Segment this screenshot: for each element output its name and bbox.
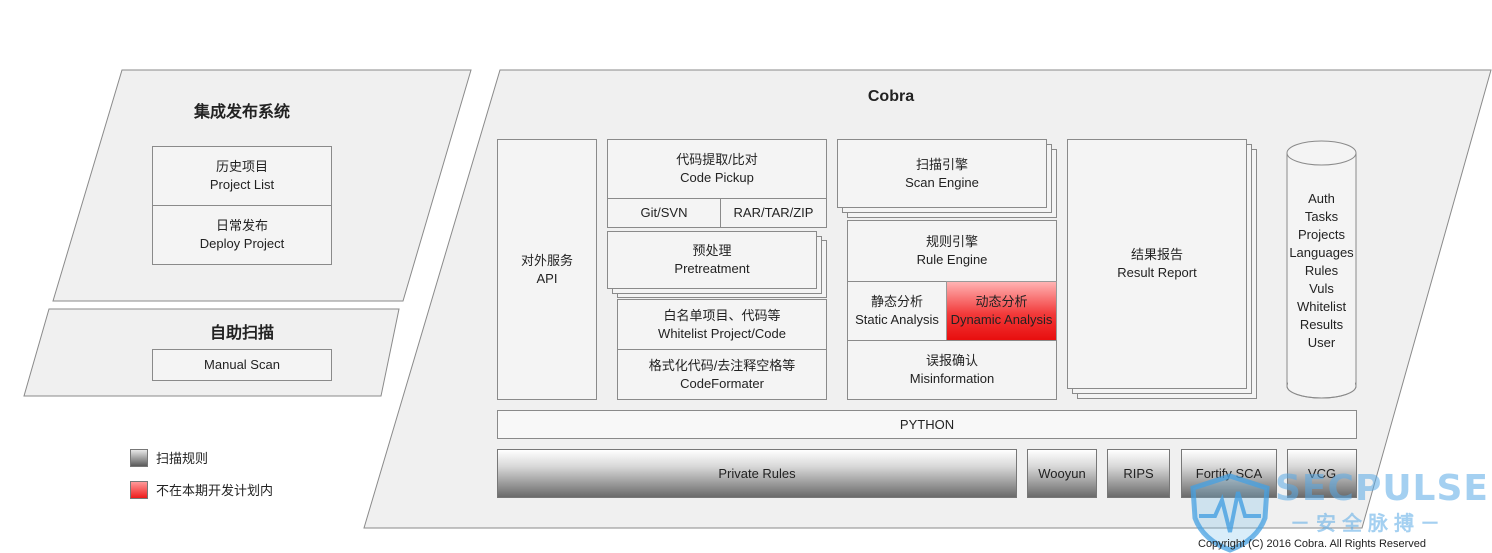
legend-planned: 不在本期开发计划内	[130, 480, 273, 499]
shield-icon	[1190, 473, 1270, 553]
deploy-project-cn: 日常发布	[215, 218, 268, 233]
static-analysis-en: Static Analysis	[855, 312, 939, 327]
deploy-project-box: 日常发布 Deploy Project	[152, 205, 332, 265]
fortify-sca-box: Fortify SCA	[1181, 449, 1277, 498]
rips-label: RIPS	[1123, 465, 1154, 481]
database-items: Auth Tasks Projects Languages Rules Vuls…	[1282, 190, 1361, 352]
integration-system-title: 集成发布系统	[193, 104, 290, 121]
code-pickup-en: Code Pickup	[680, 170, 754, 185]
code-pickup-box: 代码提取/比对 Code Pickup	[607, 139, 827, 199]
legend-rules: 扫描规则	[130, 448, 208, 467]
result-report-en: Result Report	[1117, 265, 1197, 280]
api-box: 对外服务 API	[497, 139, 597, 400]
whitelist-box: 白名单项目、代码等 Whitelist Project/Code	[617, 299, 827, 350]
formatter-en: CodeFormater	[680, 375, 764, 391]
misinformation-box: 误报确认 Misinformation	[847, 340, 1057, 400]
code-pickup-cn: 代码提取/比对	[676, 152, 758, 167]
static-analysis-cn: 静态分析	[870, 294, 923, 309]
legend-planned-label: 不在本期开发计划内	[156, 483, 274, 498]
db-item: Tasks	[1304, 209, 1339, 224]
db-item: User	[1307, 335, 1336, 350]
vcg-label: VCG	[1307, 465, 1337, 481]
rule-engine-box: 规则引擎 Rule Engine	[847, 220, 1057, 282]
archives-label: RAR/TAR/ZIP	[733, 205, 814, 220]
whitelist-cn: 白名单项目、代码等	[663, 307, 781, 323]
rips-box: RIPS	[1107, 449, 1170, 498]
scan-engine-en: Scan Engine	[905, 174, 979, 190]
manual-scan-title: 自助扫描	[209, 325, 274, 342]
vcg-box: VCG	[1287, 449, 1357, 498]
watermark-sub: －安全脉搏－	[1290, 511, 1446, 535]
manual-scan-label: Manual Scan	[204, 357, 280, 372]
dynamic-analysis-cn: 动态分析	[975, 294, 1028, 309]
pretreatment-box: 预处理 Pretreatment	[607, 231, 817, 289]
wooyun-label: Wooyun	[1038, 465, 1086, 481]
rule-engine-en: Rule Engine	[916, 252, 988, 267]
project-list-box: 历史项目 Project List	[152, 146, 332, 206]
deploy-project-en: Deploy Project	[199, 236, 285, 251]
db-item: Auth	[1308, 191, 1335, 206]
cobra-title: Cobra	[867, 88, 915, 105]
formatter-cn: 格式化代码/去注释空格等	[648, 357, 796, 373]
git-svn-box: Git/SVN	[607, 198, 721, 228]
scan-engine-cn: 扫描引擎	[915, 156, 968, 172]
scan-engine-box: 扫描引擎 Scan Engine	[837, 139, 1047, 208]
whitelist-en: Whitelist Project/Code	[658, 325, 786, 341]
legend-rules-label: 扫描规则	[156, 451, 209, 466]
db-item: Languages	[1289, 245, 1354, 260]
private-rules-box: Private Rules	[497, 449, 1017, 498]
fortify-sca-label: Fortify SCA	[1195, 465, 1263, 481]
api-en: API	[536, 270, 558, 286]
pretreatment-cn: 预处理	[692, 243, 732, 258]
db-item: Whitelist	[1296, 299, 1347, 314]
result-report-cn: 结果报告	[1130, 247, 1183, 262]
misinformation-en: Misinformation	[909, 371, 995, 386]
python-label: PYTHON	[899, 416, 955, 432]
wooyun-box: Wooyun	[1027, 449, 1097, 498]
private-rules-label: Private Rules	[718, 465, 796, 481]
result-report-box: 结果报告 Result Report	[1067, 139, 1247, 389]
manual-scan-box: Manual Scan	[152, 349, 332, 381]
dynamic-analysis-en: Dynamic Analysis	[950, 312, 1053, 327]
database-cylinder	[1286, 140, 1357, 399]
dynamic-analysis-box: 动态分析 Dynamic Analysis	[946, 281, 1057, 341]
rule-engine-cn: 规则引擎	[925, 234, 978, 249]
python-bar: PYTHON	[497, 410, 1357, 439]
git-svn-label: Git/SVN	[640, 205, 688, 220]
pretreatment-en: Pretreatment	[674, 261, 750, 276]
legend-planned-swatch	[130, 480, 148, 499]
archives-box: RAR/TAR/ZIP	[720, 198, 827, 228]
project-list-cn: 历史项目	[215, 159, 268, 174]
copyright-text: Copyright (C) 2016 Cobra. All Rights Res…	[1198, 538, 1427, 550]
db-item: Rules	[1304, 263, 1339, 278]
db-item: Results	[1299, 317, 1344, 332]
db-item: Vuls	[1309, 281, 1334, 296]
watermark-brand: SECPULSE	[1275, 468, 1490, 509]
misinformation-cn: 误报确认	[925, 353, 978, 368]
formatter-box: 格式化代码/去注释空格等 CodeFormater	[617, 349, 827, 400]
project-list-en: Project List	[209, 177, 275, 192]
static-analysis-box: 静态分析 Static Analysis	[847, 281, 947, 341]
legend-rules-swatch	[130, 448, 148, 467]
api-cn: 对外服务	[520, 252, 573, 268]
db-item: Projects	[1298, 227, 1345, 242]
